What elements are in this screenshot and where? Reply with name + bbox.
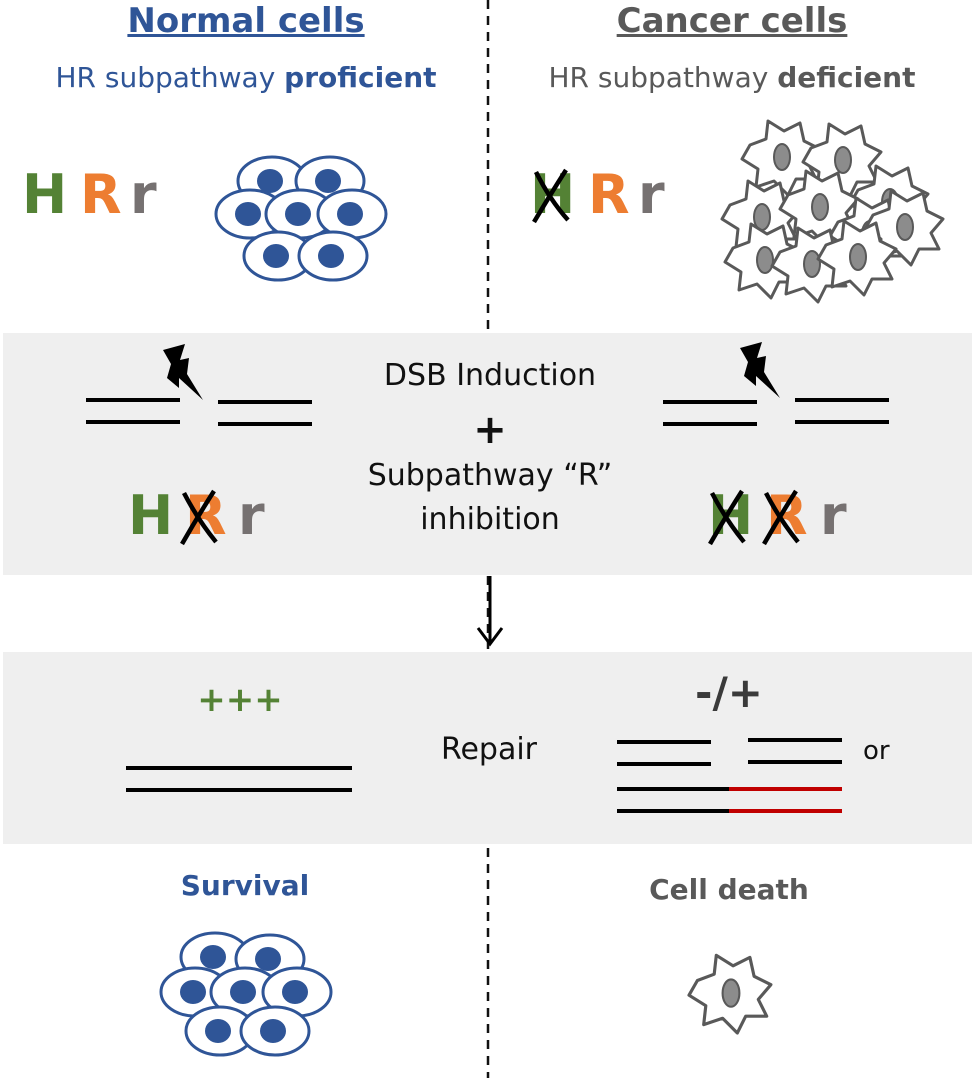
treatment-panel bbox=[3, 333, 972, 575]
lightning-bolt-icon bbox=[740, 342, 780, 398]
cancer-cell-icon bbox=[687, 953, 773, 1035]
inhibition-label: inhibition bbox=[420, 502, 560, 537]
normal-repaired-dna bbox=[126, 766, 352, 792]
normal-letter-r-lower: r bbox=[130, 163, 157, 226]
cancer-cell-cluster-top bbox=[720, 119, 945, 304]
normal-repair-marker: +++ bbox=[197, 680, 283, 720]
normal-subtitle-bold: proficient bbox=[284, 61, 437, 94]
cross-mark-icon bbox=[708, 489, 746, 546]
normal-cell-cluster-top bbox=[214, 155, 388, 282]
cross-mark-icon bbox=[762, 489, 800, 546]
cross-mark-icon bbox=[532, 168, 570, 224]
cross-mark-icon bbox=[180, 489, 218, 546]
normal-cell-cluster-bottom bbox=[159, 931, 333, 1057]
subpathway-r-label: Subpathway “R” bbox=[367, 458, 613, 493]
normal-treated-letter-r-lower: r bbox=[238, 484, 265, 547]
plus-sign: + bbox=[473, 407, 507, 453]
cancer-treated-letter-r-lower: r bbox=[820, 484, 847, 547]
cancer-broken-dna bbox=[617, 738, 842, 766]
normal-subtitle-prefix: HR subpathway bbox=[55, 61, 285, 94]
normal-subtitle: HR subpathway proficient bbox=[55, 64, 436, 92]
normal-letter-h: H bbox=[22, 163, 68, 226]
cell-death-label: Cell death bbox=[649, 873, 809, 906]
normal-treated-letter-h: H bbox=[128, 484, 174, 547]
cancer-dsb-dna bbox=[663, 398, 889, 426]
dsb-induction-label: DSB Induction bbox=[383, 358, 597, 393]
cancer-repair-marker: -/+ bbox=[695, 668, 763, 717]
repair-label: Repair bbox=[440, 732, 538, 767]
cancer-subtitle-bold: deficient bbox=[777, 61, 916, 94]
survival-label: Survival bbox=[180, 869, 310, 902]
cancer-cells-title: Cancer cells bbox=[616, 1, 848, 41]
cancer-subtitle-prefix: HR subpathway bbox=[548, 61, 778, 94]
cancer-letter-r-upper: R bbox=[588, 163, 630, 226]
normal-treated-letter-r-upper: R bbox=[185, 484, 227, 547]
cancer-letter-r-lower: r bbox=[638, 163, 665, 226]
cancer-subtitle: HR subpathway deficient bbox=[549, 64, 916, 92]
normal-cells-title: Normal cells bbox=[127, 1, 365, 41]
down-arrow-icon bbox=[476, 576, 504, 647]
normal-dsb-dna bbox=[86, 398, 312, 426]
or-label: or bbox=[863, 736, 890, 766]
lightning-bolt-icon bbox=[163, 344, 203, 400]
cancer-misrepaired-dna bbox=[617, 787, 842, 813]
normal-letter-r-upper: R bbox=[80, 163, 122, 226]
cancer-treated-letter-r-upper: R bbox=[766, 484, 808, 547]
